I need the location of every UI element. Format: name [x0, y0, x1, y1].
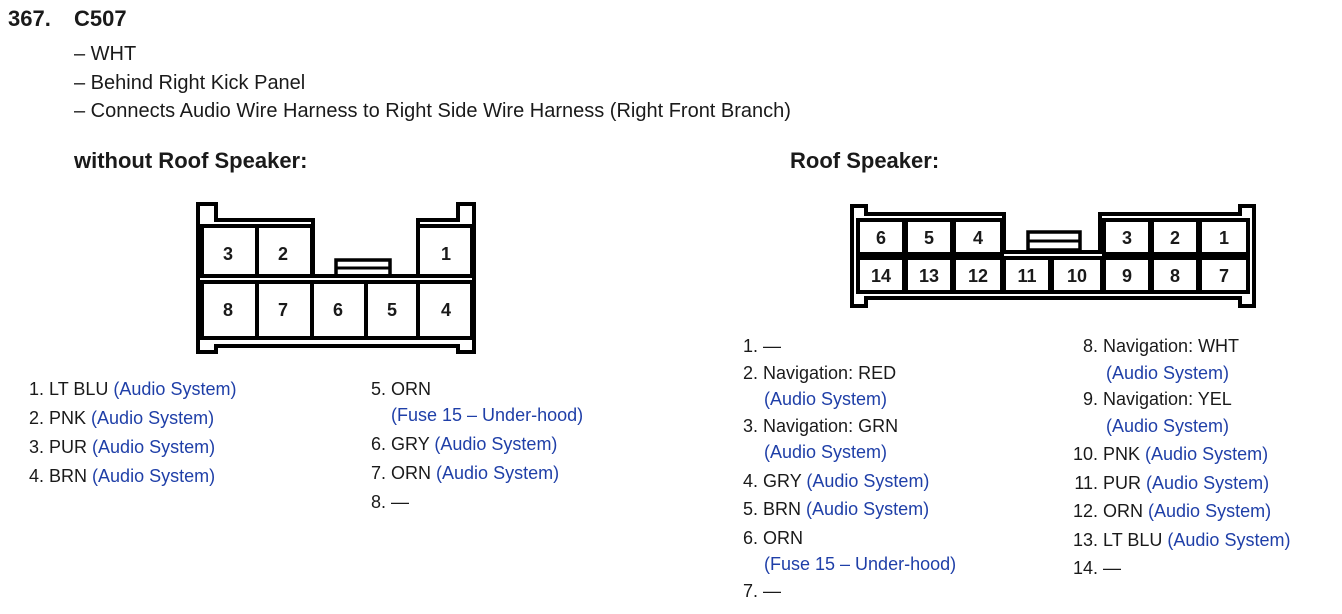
right-pin-label-3: 3	[1122, 228, 1132, 248]
list-item: 3. PUR (Audio System)	[28, 437, 216, 457]
list-item: 1. —	[742, 336, 782, 356]
right-pin-label-14: 14	[871, 266, 891, 286]
right-pin-label-8: 8	[1170, 266, 1180, 286]
right-pin-label-11: 11	[1017, 266, 1036, 286]
left-pin-list-col2: 5. ORN(Fuse 15 – Under-hood) 6. GRY (Aud…	[362, 375, 583, 517]
left-pin-label-1: 1	[441, 244, 451, 264]
note-connection: – Connects Audio Wire Harness to Right S…	[74, 100, 791, 122]
left-pin-label-5: 5	[387, 300, 397, 320]
right-connector-diagram: 6 5 4 3 2 1 14 13 12 11 10 9 8 7	[850, 204, 1256, 308]
left-pin-label-6: 6	[333, 300, 343, 320]
right-pin-label-6: 6	[876, 228, 886, 248]
left-pin-label-3: 3	[223, 244, 233, 264]
list-item: 5. BRN (Audio System)	[742, 499, 930, 519]
left-pin-list-col1: 1. LT BLU (Audio System) 2. PNK (Audio S…	[20, 375, 236, 491]
list-item: 13. LT BLU (Audio System)	[1072, 529, 1291, 550]
left-cavity-1	[416, 224, 474, 278]
right-pin-label-7: 7	[1219, 266, 1229, 286]
list-item: 10. PNK (Audio System)	[1072, 444, 1269, 464]
right-pin-label-10: 10	[1067, 266, 1087, 286]
left-section-heading: without Roof Speaker:	[74, 148, 308, 173]
right-pin-label-4: 4	[973, 228, 983, 248]
right-pin-label-13: 13	[919, 266, 939, 286]
note-location: – Behind Right Kick Panel	[74, 72, 306, 94]
right-cavity-1	[1198, 218, 1250, 256]
list-item: 6. ORN(Fuse 15 – Under-hood)	[742, 527, 957, 575]
left-pin-label-2: 2	[278, 244, 288, 264]
list-item: 9. Navigation: YEL(Audio System)	[1082, 389, 1232, 436]
left-connector-housing	[196, 202, 476, 354]
connector-title: 367. C507	[8, 6, 127, 32]
left-connector-diagram: 3 2 1 8 7 6 5 4	[196, 202, 476, 354]
list-item: 11. PUR (Audio System)	[1074, 472, 1270, 493]
connector-number: 367.	[8, 6, 51, 31]
list-item: 7. —	[742, 580, 782, 601]
list-item: 8. —	[370, 492, 410, 512]
list-item: 4. BRN (Audio System)	[28, 466, 216, 486]
right-pin-label-9: 9	[1122, 266, 1132, 286]
list-item: 4. GRY (Audio System)	[742, 470, 930, 491]
left-pin-label-4: 4	[441, 300, 451, 320]
right-connector-housing	[850, 204, 1256, 308]
connector-id: C507	[74, 6, 127, 31]
right-section-heading: Roof Speaker:	[790, 148, 940, 173]
right-cavity-4	[952, 218, 1004, 256]
list-item: 8. Navigation: WHT(Audio System)	[1082, 336, 1240, 383]
list-item: 1. LT BLU (Audio System)	[28, 379, 237, 399]
note-color: – WHT	[74, 43, 137, 65]
list-item: 5. ORN(Fuse 15 – Under-hood)	[370, 379, 584, 425]
list-item: 7. ORN (Audio System)	[370, 463, 560, 483]
right-pin-list-col1: 1. — 2. Navigation: RED(Audio System) 3.…	[736, 333, 956, 604]
list-item: 3. Navigation: GRN(Audio System)	[742, 415, 899, 463]
right-pin-label-1: 1	[1219, 228, 1229, 248]
right-pin-label-5: 5	[924, 228, 934, 248]
right-pin-label-12: 12	[968, 266, 988, 286]
list-item: 12. ORN (Audio System)	[1072, 501, 1272, 521]
left-cavity-2	[255, 224, 314, 278]
list-item: 2. Navigation: RED(Audio System)	[742, 362, 897, 410]
right-pin-label-2: 2	[1170, 228, 1180, 248]
list-item: 6. GRY (Audio System)	[370, 434, 558, 454]
right-pin-list-col2: 8. Navigation: WHT(Audio System) 9. Navi…	[1066, 333, 1290, 582]
left-pin-label-8: 8	[223, 300, 233, 320]
list-item: 14. —	[1072, 558, 1122, 578]
right-cavity-7	[1198, 256, 1250, 294]
list-item: 2. PNK (Audio System)	[28, 408, 215, 428]
left-cavity-4	[416, 280, 474, 340]
left-pin-label-7: 7	[278, 300, 288, 320]
